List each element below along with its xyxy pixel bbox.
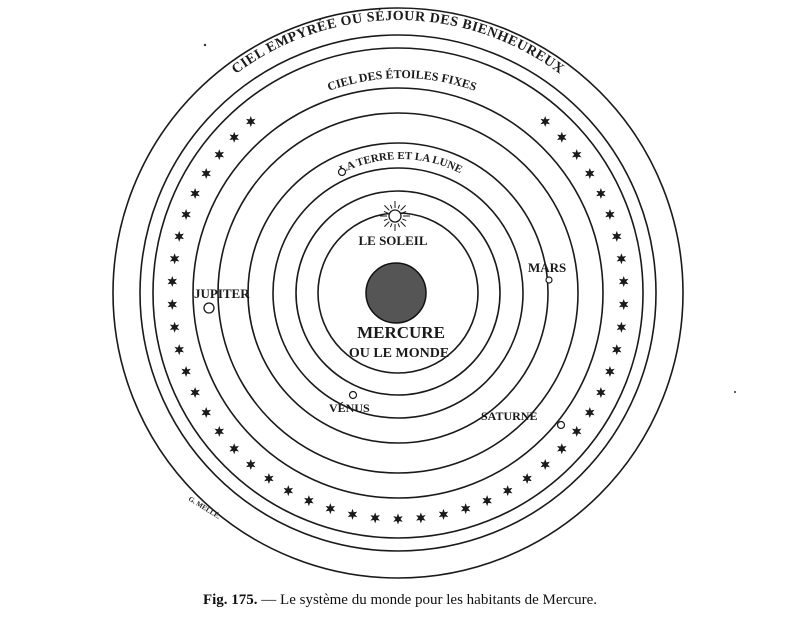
star-icon — [571, 149, 582, 161]
orbit-rings — [112, 7, 684, 579]
star-icon — [605, 209, 615, 221]
venus-label: VÉNUS — [329, 401, 370, 415]
saturn-marker-icon — [556, 420, 566, 430]
star-icon — [616, 253, 627, 265]
star-icon — [596, 387, 606, 399]
mars-marker-icon — [545, 276, 553, 284]
star-icon — [393, 513, 403, 525]
star-icon — [181, 209, 191, 221]
fixed-stars-belt — [167, 116, 629, 525]
star-icon — [174, 344, 184, 356]
star-icon — [585, 167, 595, 179]
print-speck — [203, 43, 207, 47]
orbit-ring-jupiter — [247, 142, 549, 444]
star-icon — [540, 458, 550, 470]
star-icon — [347, 508, 358, 520]
star-icon — [169, 253, 180, 265]
star-icon — [540, 116, 550, 128]
star-icon — [214, 149, 225, 161]
engraver-signature: G. MELLÉ. — [187, 495, 222, 521]
mercury-center-planet — [365, 262, 427, 324]
star-icon — [618, 298, 629, 310]
star-icon — [174, 230, 184, 242]
sun-icon — [380, 201, 410, 231]
empyrean-label: CIEL EMPYRÉE OU SÉJOUR DES BIENHEUREUX — [229, 7, 566, 77]
star-icon — [229, 131, 239, 143]
star-icon — [618, 276, 629, 288]
fixed-stars-label: CIEL DES ÉTOILES FIXES — [325, 67, 478, 94]
star-icon — [502, 485, 513, 497]
print-speck — [734, 391, 736, 393]
star-icon — [283, 485, 294, 497]
star-icon — [370, 512, 380, 524]
star-icon — [214, 425, 225, 437]
jupiter-marker-icon — [203, 302, 215, 314]
star-icon — [557, 131, 567, 143]
star-icon — [438, 508, 449, 520]
moon-icon — [337, 167, 347, 177]
star-icon — [264, 472, 274, 484]
star-icon — [585, 407, 595, 419]
center-label-world: OU LE MONDE — [349, 346, 449, 361]
orbit-ring-outer-empyrean — [112, 7, 684, 579]
star-icon — [612, 230, 622, 242]
venus-marker-icon — [348, 390, 358, 400]
center-label-mercury: MERCURE — [357, 323, 445, 342]
earth-moon-label: LA TERRE ET LA LUNE — [338, 150, 464, 176]
figure-caption: Fig. 175. — Le système du monde pour les… — [0, 592, 800, 609]
mars-label: MARS — [528, 260, 566, 275]
orbit-ring-fixed-stars-inner — [192, 87, 604, 499]
orbit-ring-fixed-stars-outer — [152, 47, 644, 539]
star-icon — [167, 298, 178, 310]
star-icon — [616, 321, 627, 333]
sun-label: LE SOLEIL — [358, 233, 427, 248]
star-icon — [325, 503, 336, 515]
star-icon — [612, 344, 622, 356]
figure-number: Fig. 175. — [202, 592, 258, 608]
figure-caption-text: — Le système du monde pour les habitants… — [257, 592, 598, 608]
jupiter-label: JUPITER — [194, 286, 250, 301]
star-icon — [246, 116, 256, 128]
star-icon — [201, 407, 211, 419]
star-icon — [246, 458, 256, 470]
star-icon — [201, 167, 211, 179]
star-icon — [557, 443, 567, 455]
star-icon — [605, 365, 615, 377]
star-icon — [522, 472, 532, 484]
orbit-ring-earth — [295, 190, 501, 396]
star-icon — [169, 321, 180, 333]
orbit-ring-saturn — [217, 112, 579, 474]
star-icon — [229, 443, 239, 455]
orbit-ring-empyrean-inner — [139, 34, 657, 552]
star-icon — [304, 495, 314, 507]
star-icon — [190, 187, 200, 199]
star-icon — [596, 187, 606, 199]
star-icon — [167, 276, 178, 288]
star-icon — [181, 365, 191, 377]
star-icon — [460, 503, 471, 515]
star-icon — [482, 495, 492, 507]
orbit-ring-mars — [272, 167, 524, 419]
saturn-label: SATURNE — [481, 409, 537, 423]
star-icon — [416, 512, 426, 524]
star-icon — [190, 387, 200, 399]
star-icon — [571, 425, 582, 437]
